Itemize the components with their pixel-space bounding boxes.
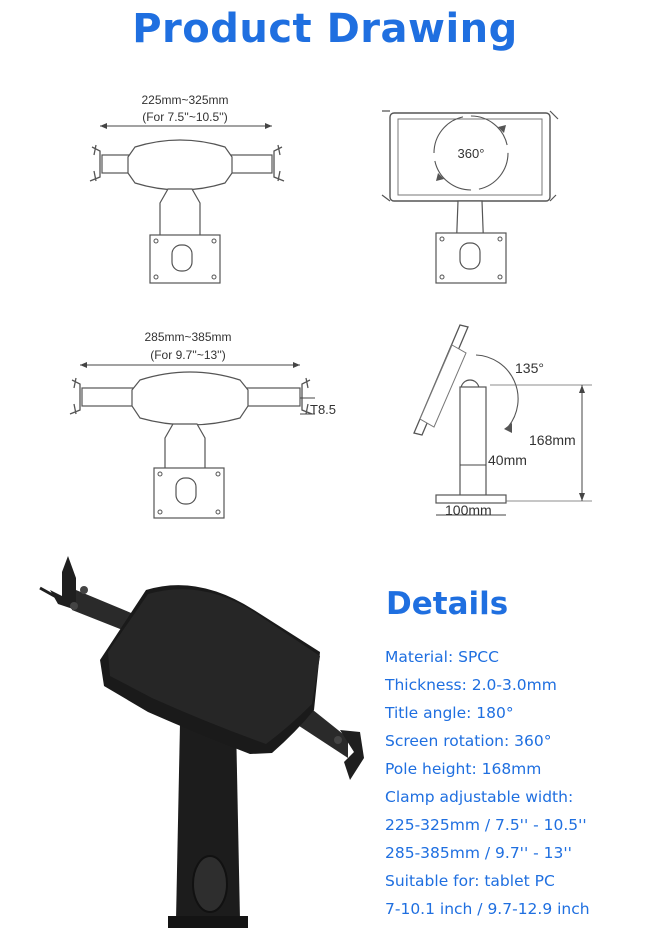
width-range-label: 225mm~325mm [141, 93, 228, 107]
detail-item: Suitable for: tablet PC [385, 872, 555, 890]
arrow-right [265, 123, 272, 129]
rotation-arrow-left [436, 173, 444, 181]
detail-item: Title angle: 180° [385, 704, 514, 722]
detail-item: 225-325mm / 7.5'' - 10.5'' [385, 816, 587, 834]
side-view-drawing: 135° 168mm 40mm 100mm [413, 324, 592, 518]
arrow-right [293, 362, 300, 368]
tilt-arc [475, 354, 519, 428]
base-plate [168, 916, 248, 928]
detail-item: 285-385mm / 9.7'' - 13'' [385, 844, 572, 862]
details-list: Material: SPCC Thickness: 2.0-3.0mm Titl… [385, 643, 590, 923]
detail-item: Thickness: 2.0-3.0mm [385, 676, 557, 694]
width-range-label: 285mm~385mm [144, 330, 231, 344]
base-width-label: 100mm [445, 502, 492, 518]
tilt-angle-label: 135° [515, 360, 544, 376]
rotation-circle [433, 115, 509, 191]
pole-slot [192, 855, 228, 913]
center-plate-face [108, 589, 320, 744]
base-slot [171, 244, 193, 272]
center-plate [127, 139, 233, 191]
detail-item: Screen rotation: 360° [385, 732, 552, 750]
clamp-depth-label: T8.5 [310, 402, 336, 417]
page-title: Product Drawing [132, 6, 518, 52]
left-clamp-hook [50, 556, 76, 610]
detail-item: Material: SPCC [385, 648, 499, 666]
detail-item: 7-10.1 inch / 9.7-12.9 inch [385, 900, 590, 918]
center-plate [131, 371, 249, 426]
tilt-arrow [504, 423, 512, 433]
detail-item: Clamp adjustable width: [385, 788, 574, 806]
right-clamp-hook [301, 377, 313, 415]
left-clamp-hook [69, 377, 81, 415]
rotation-view-drawing: 360° [381, 110, 559, 284]
detail-item: Pole height: 168mm [385, 760, 542, 778]
arrow-left [80, 362, 87, 368]
tablet-screen [397, 118, 543, 196]
tablet-size-label: (For 9.7''~13'') [150, 348, 226, 362]
right-clamp-hook [340, 730, 364, 780]
rotation-label: 360° [458, 146, 485, 161]
details-heading: Details [386, 586, 509, 622]
clamp-bracket [419, 344, 467, 428]
rotation-arrow-right [498, 125, 506, 133]
product-photo [39, 556, 364, 928]
front-view-small-drawing: 225mm~325mm (For 7.5''~10.5'') [89, 93, 285, 284]
right-clamp-hook [273, 144, 285, 182]
pole-offset-label: 40mm [488, 452, 527, 468]
tablet-size-label: (For 7.5''~10.5'') [142, 110, 228, 124]
clamp-hooks [381, 110, 559, 202]
pole-height-label: 168mm [529, 432, 576, 448]
base-slot [459, 242, 481, 270]
base-plate [435, 494, 507, 504]
left-clamp-hook [89, 144, 101, 182]
arrow-left [100, 123, 107, 129]
pole [459, 386, 487, 498]
base-slot [175, 477, 197, 505]
front-view-large-drawing: 285mm~385mm (For 9.7''~13'') T8.5 [69, 330, 336, 519]
